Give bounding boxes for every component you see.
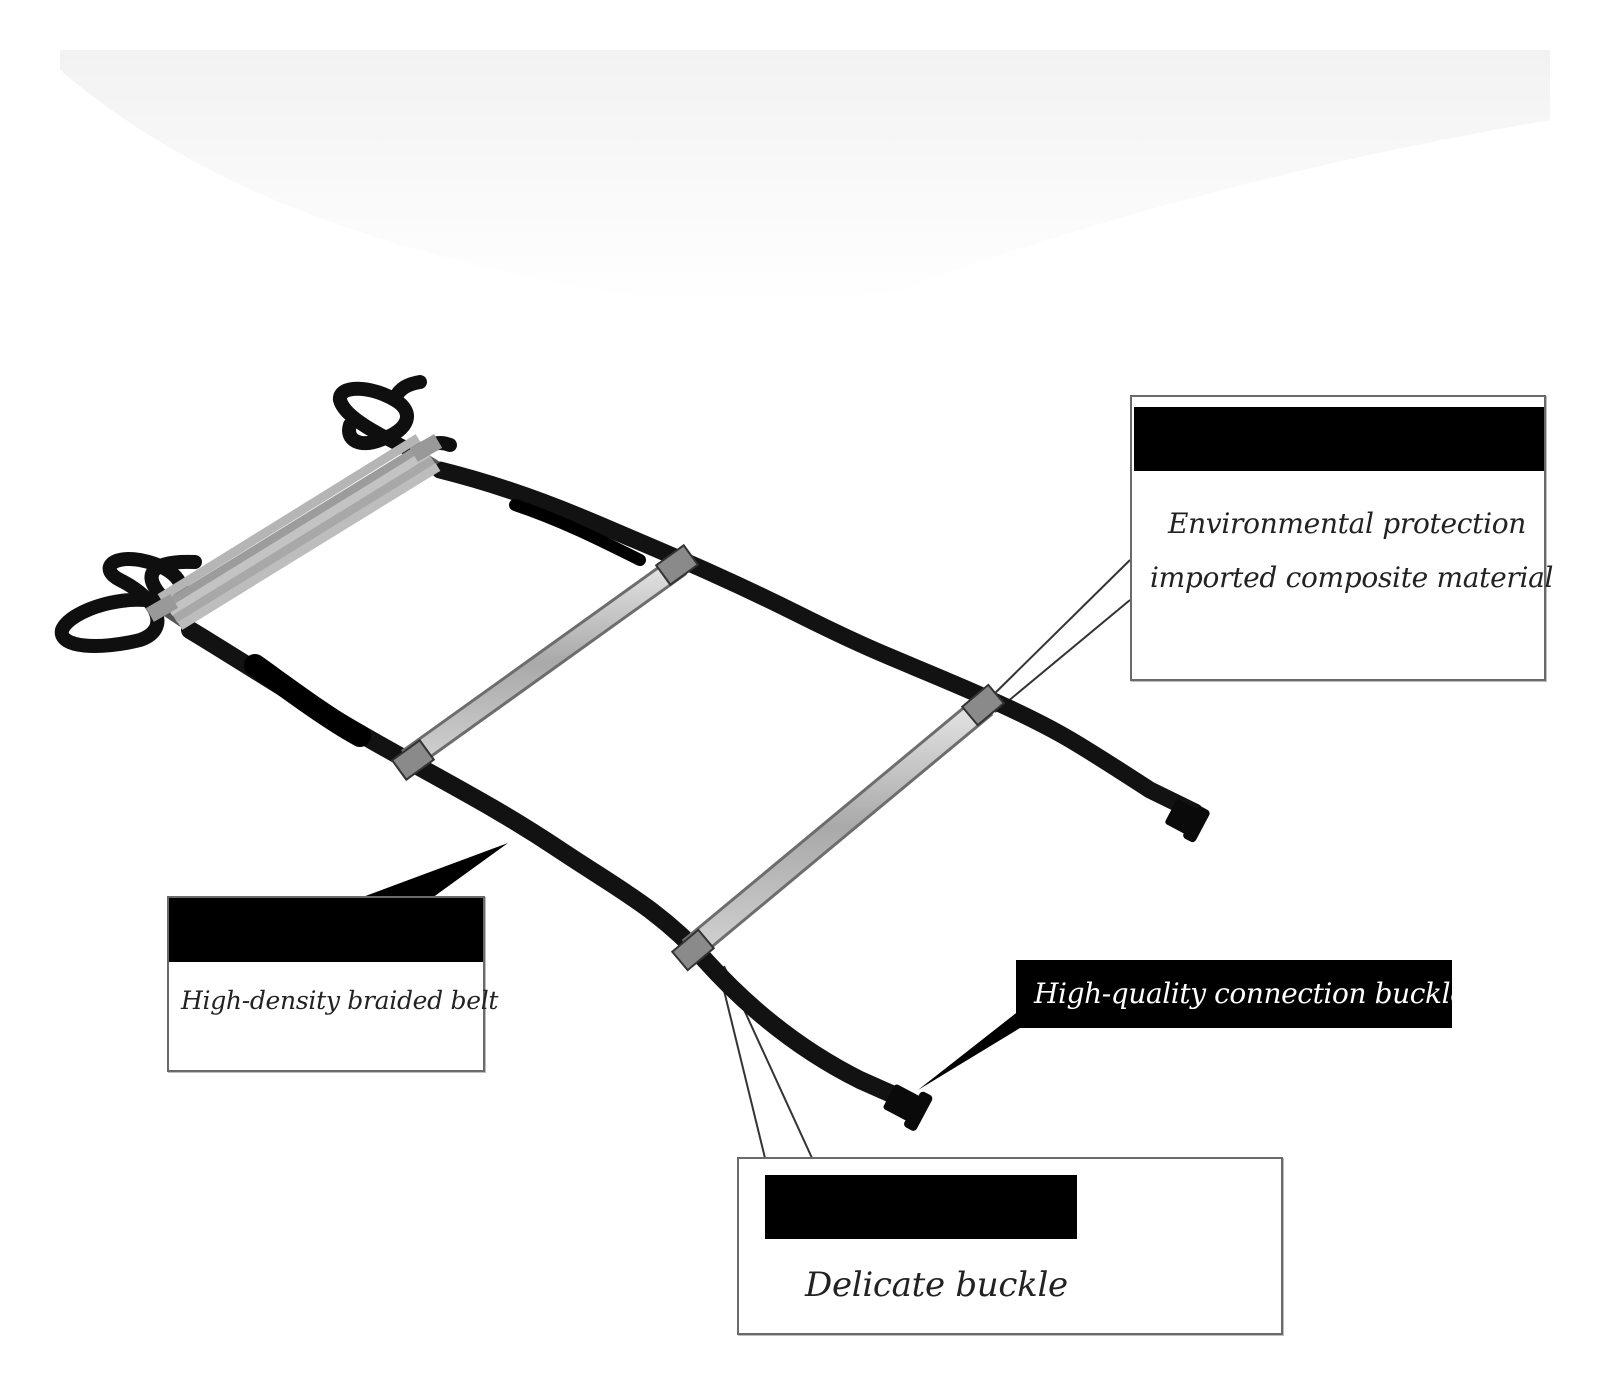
connection-buckle-label: High-quality connection buckle xyxy=(1016,960,1467,1028)
belt-callout-text: High-density braided belt xyxy=(181,986,499,1015)
material-callout-line1: Environmental protection xyxy=(1168,507,1527,540)
buckle-callout: Delicate buckle xyxy=(737,1157,1283,1335)
loose-strap-loops xyxy=(54,375,457,653)
belt-callout: High-density braided belt xyxy=(167,896,498,1072)
material-callout-line2: imported composite material xyxy=(1150,561,1554,594)
buckle-callout-text: Delicate buckle xyxy=(805,1265,1068,1305)
ladder-straps xyxy=(181,461,1204,1109)
rung-middle xyxy=(390,543,700,782)
buckle-callout-header-bar xyxy=(765,1175,1077,1239)
upper-end-buckle xyxy=(1165,799,1210,843)
lower-end-buckle xyxy=(883,1084,933,1131)
material-callout-header-bar xyxy=(1134,407,1544,471)
belt-callout-pointer xyxy=(360,843,508,898)
rung-front xyxy=(670,683,1006,972)
background-haze xyxy=(60,50,1550,304)
strap-end-buckles xyxy=(883,799,1210,1131)
stacked-rungs xyxy=(145,434,443,630)
belt-callout-header-bar xyxy=(169,898,483,962)
upper-rail-strap xyxy=(431,461,1204,821)
ladder-rungs xyxy=(390,543,1006,972)
material-callout: Environmental protection imported compos… xyxy=(1130,395,1554,681)
connection-callout-pointer xyxy=(918,1010,1020,1090)
